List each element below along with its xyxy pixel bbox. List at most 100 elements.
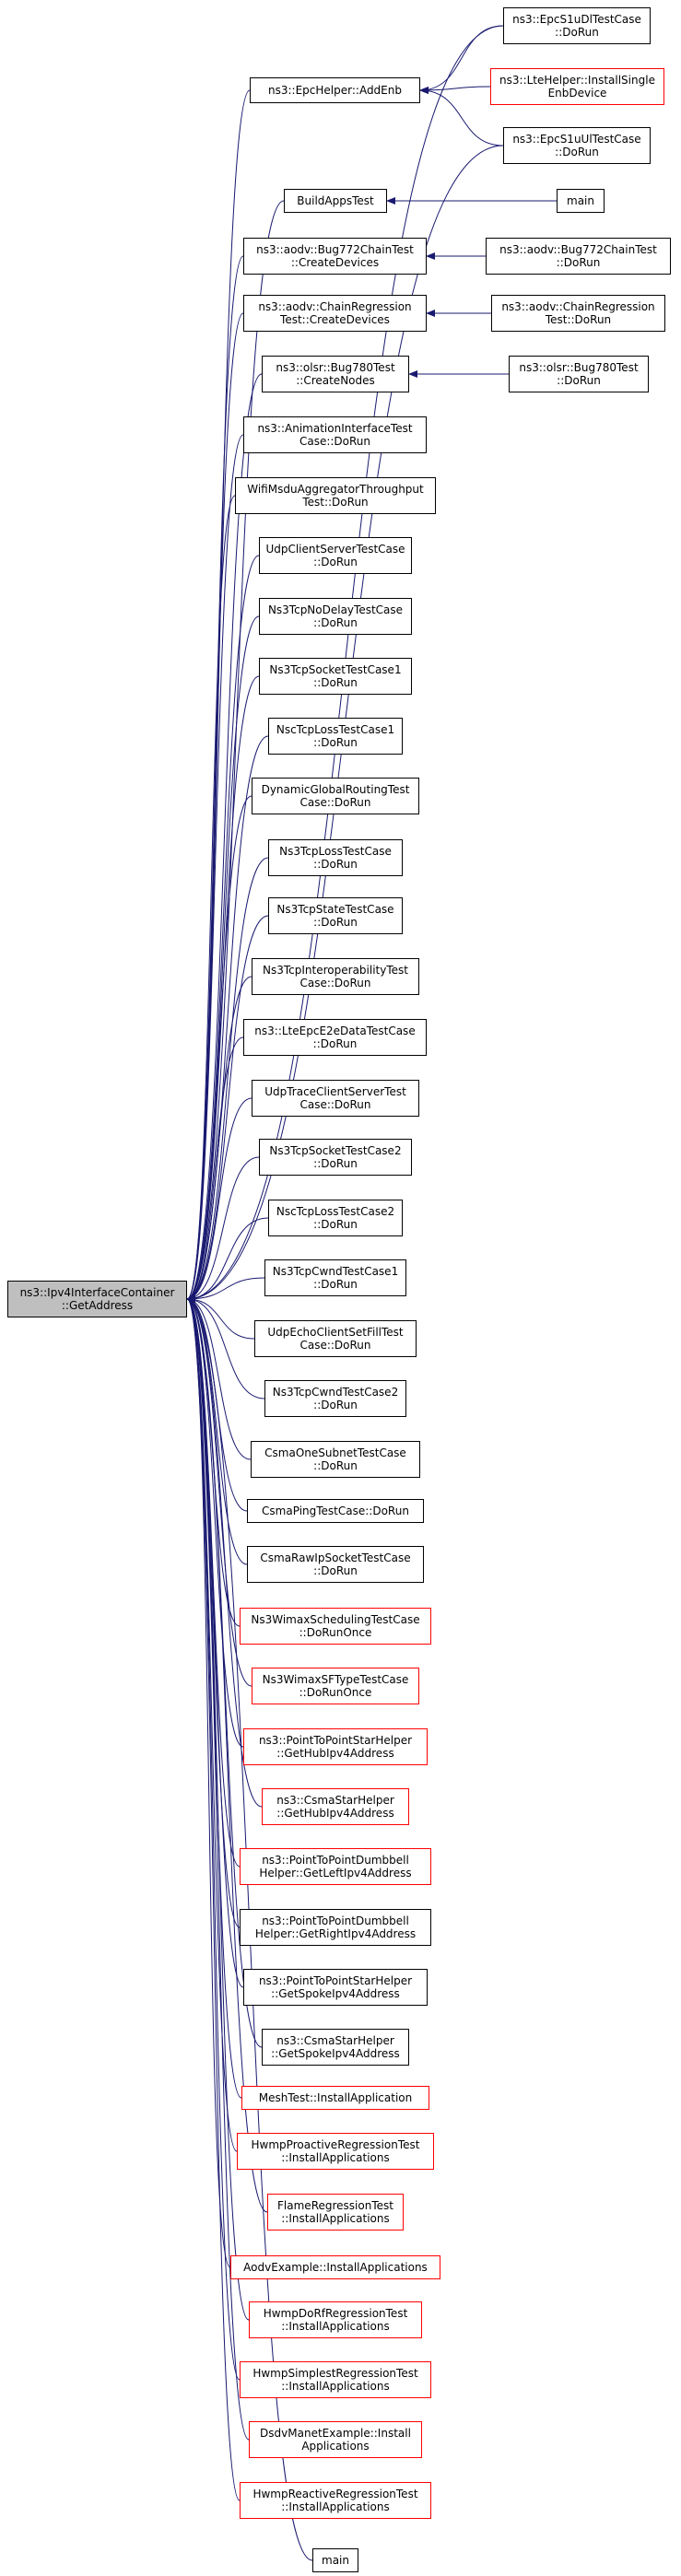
node-label-line: CsmaRawIpSocketTestCase [260,1551,411,1564]
node-label-line: ::DoRun [313,1564,358,1577]
node-label-line: ns3::PointToPointStarHelper [258,1974,413,1987]
node-main2[interactable]: main [312,2548,358,2572]
node-tcpcwnd2[interactable]: Ns3TcpCwndTestCase2::DoRun [264,1380,406,1417]
node-csmaping[interactable]: CsmaPingTestCase::DoRun [247,1499,424,1523]
node-tcpcwnd1[interactable]: Ns3TcpCwndTestCase1::DoRun [264,1259,406,1296]
node-csmastarhub[interactable]: ns3::CsmaStarHelper::GetHubIpv4Address [262,1788,409,1825]
node-tcpstate[interactable]: Ns3TcpStateTestCase::DoRun [268,897,403,934]
node-p2pstarhub[interactable]: ns3::PointToPointStarHelper::GetHubIpv4A… [243,1728,428,1765]
node-label-line: UdpEchoClientSetFillTest [267,1326,404,1339]
edge-ltehelper-to-addenb [419,86,491,94]
node-label-line: Ns3TcpSocketTestCase1 [269,663,402,676]
node-label-line: NscTcpLossTestCase2 [276,1205,395,1218]
node-udpcs[interactable]: UdpClientServerTestCase::DoRun [259,537,412,574]
node-aodv772run[interactable]: ns3::aodv::Bug772ChainTest::DoRun [486,238,671,275]
edge-lteepc-to-root [186,1036,244,1303]
node-label-line: Ns3TcpCwndTestCase1 [272,1265,399,1278]
edge-aodv772cd-to-root [186,255,244,1303]
node-label-line: ns3::aodv::ChainRegression [258,300,412,313]
edge-anim-to-root [186,434,244,1303]
node-hwmpdorf[interactable]: HwmpDoRfRegressionTest::InstallApplicati… [249,2301,422,2338]
node-label-line: DsdvManetExample::Install [260,2427,411,2440]
node-label-line: ::DoRun [555,26,599,39]
node-label-line: ns3::aodv::Bug772ChainTest [499,243,657,256]
node-wimaxsched[interactable]: Ns3WimaxSchedulingTestCase::DoRunOnce [240,1608,431,1645]
node-label-line: ::GetHubIpv4Address [276,1807,394,1820]
node-label-line: ns3::LteEpcE2eDataTestCase [254,1025,416,1037]
node-label-line: ::DoRun [313,1218,358,1231]
edge-dyngr-to-root [186,795,252,1303]
node-hwmpproact[interactable]: HwmpProactiveRegressionTest::InstallAppl… [237,2133,434,2170]
node-label-line: FlameRegressionTest [277,2199,393,2212]
node-lteepc[interactable]: ns3::LteEpcE2eDataTestCase::DoRun [243,1019,427,1056]
node-tcploss[interactable]: Ns3TcpLossTestCase::DoRun [268,839,403,876]
node-nsctcp2[interactable]: NscTcpLossTestCase2::DoRun [268,1200,403,1236]
node-tcpnodelay[interactable]: Ns3TcpNoDelayTestCase::DoRun [259,598,412,635]
node-label-line: main [567,194,594,207]
node-label-line: ::DoRun [313,556,358,568]
node-label-line: HwmpSimplestRegressionTest [252,2367,418,2380]
node-label-line: ::DoRun [313,736,358,749]
node-label-line: NscTcpLossTestCase1 [276,723,395,736]
node-olsr780cn[interactable]: ns3::olsr::Bug780Test::CreateNodes [262,356,409,392]
node-label-line: Applications [301,2440,370,2453]
edge-nsctcp2-to-root [186,1217,269,1303]
node-main1[interactable]: main [557,189,605,213]
edge-tcpcwnd2-to-root [186,1295,265,1399]
node-label-line: ::DoRun [313,676,358,689]
node-label-line: ::GetAddress [61,1299,134,1312]
node-label-line: ns3::EpcS1uDlTestCase [512,13,641,26]
node-p2pstarspoke[interactable]: ns3::PointToPointStarHelper::GetSpokeIpv… [243,1969,428,2006]
edge-udptrace-to-root [186,1097,252,1303]
node-label-line: BuildAppsTest [297,194,374,207]
node-csmaraw[interactable]: CsmaRawIpSocketTestCase::DoRun [247,1546,424,1583]
node-label-line: Test::CreateDevices [280,313,390,326]
node-csmastarspoke[interactable]: ns3::CsmaStarHelper::GetSpokeIpv4Address [262,2029,409,2066]
node-tcpsock1[interactable]: Ns3TcpSocketTestCase1::DoRun [259,658,412,695]
node-label-line: UdpClientServerTestCase [265,543,405,556]
node-epcul[interactable]: ns3::EpcS1uUlTestCase::DoRun [503,127,651,164]
node-label-line: UdpTraceClientServerTest [264,1085,406,1098]
node-flame[interactable]: FlameRegressionTest::InstallApplications [267,2194,404,2231]
node-label-line: MeshTest::InstallApplication [258,2091,413,2104]
node-label-line: Case::DoRun [299,1339,371,1352]
edge-tcpsock2-to-root [186,1156,260,1303]
node-tcpsock2[interactable]: Ns3TcpSocketTestCase2::DoRun [259,1139,412,1176]
node-addenb[interactable]: ns3::EpcHelper::AddEnb [250,77,420,103]
node-label-line: ns3::Ipv4InterfaceContainer [19,1286,175,1299]
node-buildapps[interactable]: BuildAppsTest [284,189,387,213]
node-hwmpreact[interactable]: HwmpReactiveRegressionTest::InstallAppli… [240,2482,431,2519]
node-meshinst[interactable]: MeshTest::InstallApplication [241,2086,429,2110]
node-label-line: ::DoRunOnce [299,1626,372,1639]
node-label-line: ::InstallApplications [281,2380,390,2393]
node-wimaxsf[interactable]: Ns3WimaxSFTypeTestCase::DoRunOnce [252,1668,419,1704]
node-label-line: ::InstallApplications [281,2500,390,2513]
node-nsctcp1[interactable]: NscTcpLossTestCase1::DoRun [268,718,403,755]
node-aodvex[interactable]: AodvExample::InstallApplications [230,2255,440,2279]
node-csmaone[interactable]: CsmaOneSubnetTestCase::DoRun [251,1441,420,1478]
node-root[interactable]: ns3::Ipv4InterfaceContainer::GetAddress [7,1281,187,1317]
edge-wifimsdu-to-root [186,495,236,1303]
node-aodv772cd[interactable]: ns3::aodv::Bug772ChainTest::CreateDevice… [243,238,427,275]
node-label-line: ns3::olsr::Bug780Test [276,361,395,374]
node-epcdl[interactable]: ns3::EpcS1uDlTestCase::DoRun [503,7,651,44]
node-hwmpsimplest[interactable]: HwmpSimplestRegressionTest::InstallAppli… [240,2361,431,2398]
node-label-line: ::GetHubIpv4Address [276,1747,394,1760]
node-olsr780run[interactable]: ns3::olsr::Bug780Test::DoRun [509,356,649,392]
edge-tcpstate-to-root [186,915,269,1303]
node-label-line: Helper::GetLeftIpv4Address [259,1867,412,1879]
edge-p2pstarhub-to-root [186,1295,244,1748]
node-label-line: ::GetSpokeIpv4Address [271,1987,400,2000]
